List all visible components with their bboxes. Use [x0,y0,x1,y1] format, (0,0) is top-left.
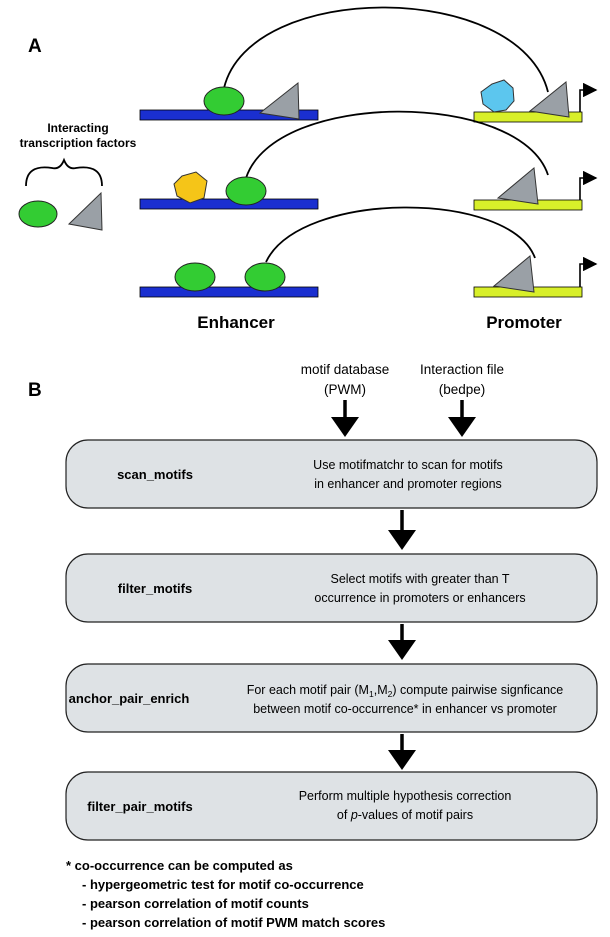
gray-tf-legend [67,191,103,231]
step-filter-motifs-desc-line2: occurrence in promoters or enhancers [314,591,525,605]
promoter-label: Promoter [486,313,562,332]
input-arrow-2 [448,400,476,437]
tf-label-line2: transcription factors [20,136,137,150]
step-filter-pair-motifs-name: filter_pair_motifs [87,799,192,814]
green-tf [203,86,245,116]
blue-tf [480,79,515,113]
tss-arrow-icon [579,170,598,200]
enhancer-dna-3 [139,286,319,298]
interaction-row-1 [139,6,598,123]
enhancer-label: Enhancer [197,313,275,332]
flow-arrow-2 [388,624,416,660]
input-interaction-file-line1: Interaction file [420,362,504,377]
step-scan-motifs-desc-line1: Use motifmatchr to scan for motifs [313,458,503,472]
footnote-item-2: - pearson correlation of motif counts [82,896,309,911]
panel-a-label: A [28,36,42,57]
gray-tf [492,255,535,293]
green-tf [174,262,216,292]
gray-tf [496,167,539,205]
promoter-dna-1 [473,111,583,123]
gray-tf [258,81,300,120]
step-filter-pair-motifs-desc-line2: of p-values of motif pairs [337,808,473,822]
step-filter-pair-motifs-desc-line1: Perform multiple hypothesis correction [299,789,512,803]
tss-arrow-icon [579,256,598,287]
enhancer-dna-2 [139,198,319,210]
step-scan-motifs-name: scan_motifs [117,467,193,482]
loop-arc-2 [245,110,549,179]
green-tf [244,262,286,292]
step-filter-motifs-name: filter_motifs [118,581,192,596]
step-filter-motifs-desc-line1: Select motifs with greater than T [330,572,509,586]
step-anchor-pair-enrich-desc-line2: between motif co-occurrence* in enhancer… [253,702,557,716]
step-scan-motifs-desc-line2: in enhancer and promoter regions [314,477,502,491]
step-anchor-pair-enrich: anchor_pair_enrich For each motif pair (… [65,663,598,733]
brace-icon [25,157,103,187]
step-anchor-pair-enrich-desc-line1: For each motif pair (M1,M2) compute pair… [247,683,564,699]
input-motif-database-line1: motif database [301,362,390,377]
yellow-tf [173,171,208,204]
footnote-title: * co-occurrence can be computed as [66,858,293,873]
input-arrow-1 [331,400,359,437]
step-filter-motifs: filter_motifs Select motifs with greater… [65,553,598,623]
step-anchor-pair-enrich-name: anchor_pair_enrich [69,691,190,706]
footnote-item-1: - hypergeometric test for motif co-occur… [82,877,364,892]
input-motif-database-line2: (PWM) [324,382,366,397]
flow-arrow-3 [388,734,416,770]
flow-arrow-1 [388,510,416,550]
step-scan-motifs: scan_motifs Use motifmatchr to scan for … [65,439,598,509]
tf-label-line1: Interacting [47,121,108,135]
green-tf-legend [18,200,58,228]
footnote-item-3: - pearson correlation of motif PWM match… [82,915,385,930]
panel-b-label: B [28,380,42,401]
interaction-row-2 [139,110,598,211]
input-interaction-file-line2: (bedpe) [439,382,486,397]
green-tf [225,176,267,206]
interaction-row-3 [139,206,598,298]
step-filter-pair-motifs: filter_pair_motifs Perform multiple hypo… [65,771,598,841]
tss-arrow-icon [579,82,598,112]
gray-tf [528,81,570,118]
loop-arc-3 [265,206,536,263]
loop-arc-1 [223,6,549,93]
